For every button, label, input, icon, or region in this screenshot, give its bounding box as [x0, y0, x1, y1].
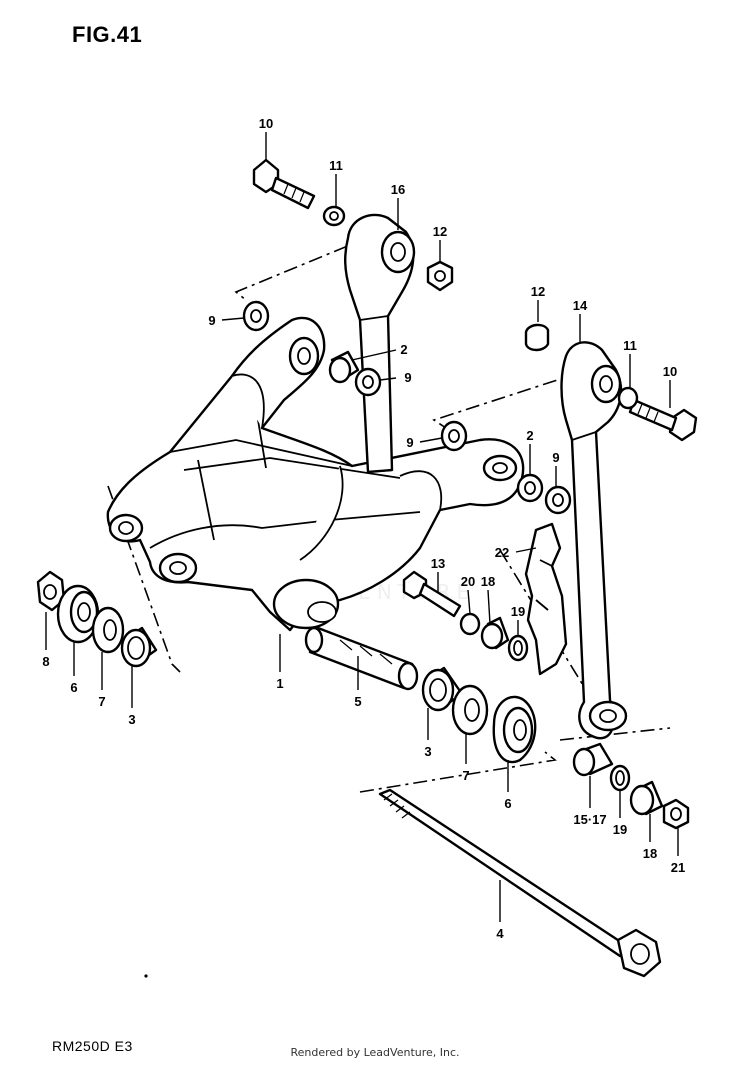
- figure-title: FIG.41: [72, 22, 143, 47]
- callout-10-right: 10: [663, 364, 677, 379]
- cap-part-6-right: [492, 695, 537, 764]
- callout-11-upper: 11: [329, 158, 343, 173]
- callout-12-right: 12: [531, 284, 545, 299]
- bearing-part-3-left: [120, 626, 158, 668]
- callout-22: 22: [495, 545, 509, 560]
- footer-credit: Rendered by LeadVenture, Inc.: [290, 1046, 460, 1059]
- nut-part-8: [36, 570, 66, 612]
- callout-11-right: 11: [623, 338, 637, 353]
- bearing-part-3-right: [421, 666, 464, 712]
- callout-10-upper: 10: [259, 116, 273, 131]
- model-code: RM250D E3: [52, 1038, 133, 1054]
- callout-2-b: 2: [526, 428, 533, 443]
- nut-part-12-upper: [426, 260, 454, 292]
- seal-part-7-left: [91, 606, 125, 654]
- callout-7-left: 7: [98, 694, 105, 709]
- plate-part-22: [524, 522, 568, 676]
- callout-4: 4: [496, 926, 504, 941]
- seal-part-9-c-hole: [448, 429, 460, 443]
- callout-3-right: 3: [424, 744, 431, 759]
- callout-6-right: 6: [504, 796, 511, 811]
- bush-part-15-17: [572, 742, 614, 777]
- callout-15-17: 15·17: [573, 812, 606, 827]
- callout-9-c: 9: [406, 435, 413, 450]
- pivot-bolt-part-4: [378, 788, 662, 978]
- seal-part-7-right: [451, 684, 489, 736]
- callout-leaders: [45, 132, 679, 922]
- circlip-part-19-upper-hole: [513, 640, 523, 656]
- callout-3-left: 3: [128, 712, 135, 727]
- seal-part-9-a-hole: [250, 309, 262, 323]
- seal-part-9-b-hole: [362, 375, 374, 389]
- callout-6-left: 6: [70, 680, 77, 695]
- washer-part-11-right: [617, 386, 639, 410]
- stray-dot: [144, 974, 148, 978]
- collar-part-18-lower: [629, 780, 664, 816]
- callout-9-a: 9: [208, 313, 215, 328]
- callout-16: 16: [391, 182, 405, 197]
- spacer-part-2-a-end: [328, 356, 352, 384]
- callout-12-upper: 12: [433, 224, 447, 239]
- callout-1: 1: [276, 676, 283, 691]
- spacer-part-2-b-hole: [524, 481, 536, 495]
- sleeve-part-5: [304, 626, 419, 691]
- callout-9-d: 9: [552, 450, 559, 465]
- cushion-rod-part-16: [344, 213, 416, 474]
- callout-13: 13: [431, 556, 445, 571]
- callout-8: 8: [42, 654, 49, 669]
- bolt-part-13: [402, 570, 462, 618]
- circlip-part-19-lower-hole: [615, 770, 625, 786]
- cushion-lever-part-1: [106, 316, 525, 632]
- callout-19-lower: 19: [613, 822, 627, 837]
- nut-part-12-right: [524, 323, 550, 352]
- seal-part-9-d-hole: [552, 493, 564, 507]
- collar-part-18-upper-end: [480, 622, 504, 650]
- callout-20: 20: [461, 574, 475, 589]
- callout-7-right: 7: [462, 768, 469, 783]
- callout-2-a: 2: [400, 342, 407, 357]
- callout-18-lower: 18: [643, 846, 657, 861]
- callout-18-upper: 18: [481, 574, 495, 589]
- callout-5: 5: [354, 694, 361, 709]
- callout-9-b: 9: [404, 370, 411, 385]
- callout-14: 14: [573, 298, 588, 313]
- callout-labels: 10 11 16 12 9 2 9 12 14 11 10 9 2 9 22 1…: [42, 116, 685, 941]
- cushion-rod-part-14: [560, 341, 628, 740]
- callout-21: 21: [671, 860, 685, 875]
- callout-19-upper: 19: [511, 604, 525, 619]
- washer-part-20: [459, 612, 481, 636]
- bolt-part-10-right: [628, 398, 698, 442]
- washer-part-11-upper-hole: [329, 211, 339, 221]
- cap-part-6-left: [56, 584, 100, 644]
- bolt-part-10-upper: [252, 158, 316, 210]
- nut-part-21: [662, 798, 690, 830]
